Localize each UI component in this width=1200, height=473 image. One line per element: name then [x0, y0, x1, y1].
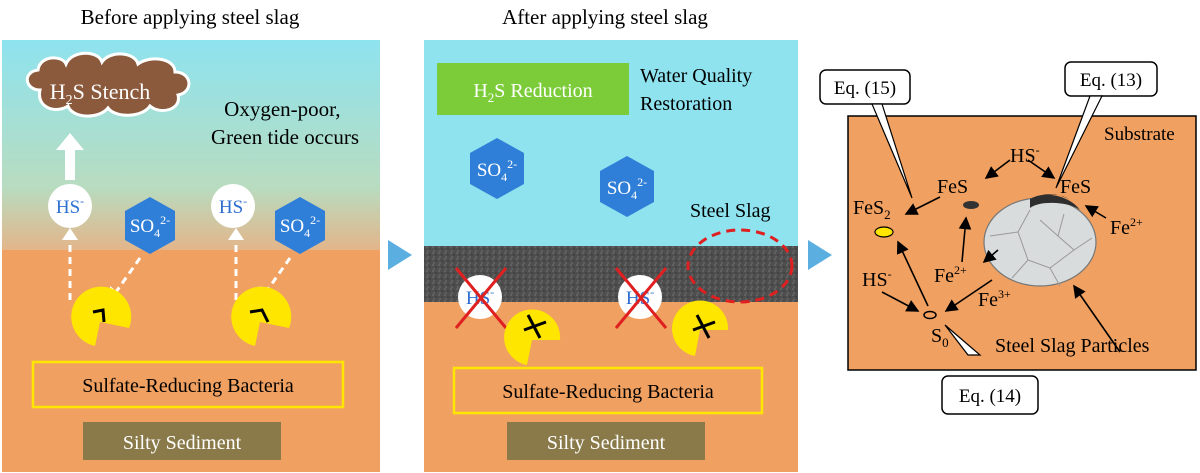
- hs-ion-right: HS-: [211, 184, 255, 228]
- fe3-label: Fe3+: [978, 287, 1011, 311]
- hs-ion-crossed-left: HS-: [454, 267, 508, 329]
- eq14-callout: Eq. (14): [941, 324, 1039, 415]
- s0-label: S0: [931, 325, 949, 350]
- svg-text:HS-: HS-: [56, 194, 84, 218]
- oxygen-poor-note: Oxygen-poor, Green tide occurs: [211, 97, 359, 149]
- so4-ion-upper: SO42-: [470, 138, 524, 199]
- reduction-label: H2S Reduction: [473, 80, 592, 105]
- hs-left-label: HS-: [862, 267, 892, 291]
- hs-top-label: HS-: [1010, 143, 1040, 167]
- steel-slag-particle: [983, 194, 1097, 287]
- fe2-right-label: Fe2+: [1110, 215, 1143, 239]
- fes-right-label: FeS: [1060, 176, 1091, 198]
- svg-text:Eq. (13): Eq. (13): [1080, 70, 1142, 91]
- bacteria-label-2: Sulfate-Reducing Bacteria: [502, 381, 714, 403]
- sediment-label-2: Silty Sediment: [547, 432, 666, 454]
- s0-particle: [923, 310, 937, 320]
- panel-before: Before applying steel slag H2S Stench Ox…: [2, 5, 380, 472]
- bacteria-inactive-right: [672, 300, 729, 356]
- stench-cloud: H2S Stench: [25, 51, 191, 118]
- panel-mechanism: Substrate Eq. (15) Eq. (13) Eq. (14) HS-…: [819, 61, 1197, 415]
- bacteria-box-2: [452, 366, 764, 415]
- panel-after: After applying steel slag H2S Reduction …: [424, 5, 798, 472]
- sediment-label-1: Silty Sediment: [123, 432, 242, 454]
- svg-text:Eq. (15): Eq. (15): [834, 78, 896, 99]
- up-arrow-icon: [56, 133, 84, 180]
- reaction-arrows: [881, 159, 1121, 353]
- reduction-box: [437, 63, 629, 115]
- sediment-box-1: [83, 422, 281, 460]
- fe2-mid-label: Fe2+: [934, 263, 967, 287]
- fes2-particle: [874, 226, 894, 238]
- steel-slag-label: Steel Slag: [690, 200, 771, 222]
- sediment-box-2: [507, 422, 705, 460]
- bacteria-left: [71, 286, 132, 346]
- stench-label: H2S Stench: [50, 79, 151, 108]
- panel1-heading: Before applying steel slag: [81, 5, 300, 29]
- svg-text:HS-: HS-: [219, 194, 247, 218]
- eq13-callout: Eq. (13): [1055, 61, 1158, 189]
- particles-label: Steel Slag Particles: [995, 335, 1150, 357]
- svg-text:SO42-: SO42-: [130, 213, 170, 240]
- so4-ion-right: SO42-: [275, 197, 325, 254]
- transition-arrow-2: [808, 240, 832, 270]
- transition-arrow-1: [388, 240, 412, 270]
- eq15-callout: Eq. (15): [819, 69, 913, 199]
- bacteria-label-1: Sulfate-Reducing Bacteria: [82, 375, 294, 397]
- so4-ion-left: SO42-: [125, 197, 175, 254]
- substrate-label: Substrate: [1104, 124, 1175, 145]
- so4-ion-lower: SO42-: [600, 156, 654, 217]
- bacteria-box-1: [31, 360, 345, 409]
- svg-text:SO42-: SO42-: [280, 213, 320, 240]
- svg-text:SO42-: SO42-: [607, 175, 647, 202]
- fes2-label: FeS2: [853, 197, 891, 222]
- hs-ion-crossed-right: HS-: [614, 267, 668, 329]
- fes-particle: [963, 201, 979, 209]
- svg-text:SO42-: SO42-: [477, 157, 517, 184]
- hs-ion-left: HS-: [48, 184, 92, 228]
- steel-slag-highlight: [686, 228, 794, 304]
- svg-text:Eq. (14): Eq. (14): [959, 386, 1021, 407]
- bacteria-inactive-left: [504, 309, 561, 365]
- panel2-heading: After applying steel slag: [502, 5, 708, 29]
- water-quality-note: Water Quality Restoration: [640, 65, 757, 115]
- fes-left-label: FeS: [937, 176, 968, 198]
- bacteria-right: [231, 286, 292, 346]
- cycle-arrows: [68, 238, 292, 300]
